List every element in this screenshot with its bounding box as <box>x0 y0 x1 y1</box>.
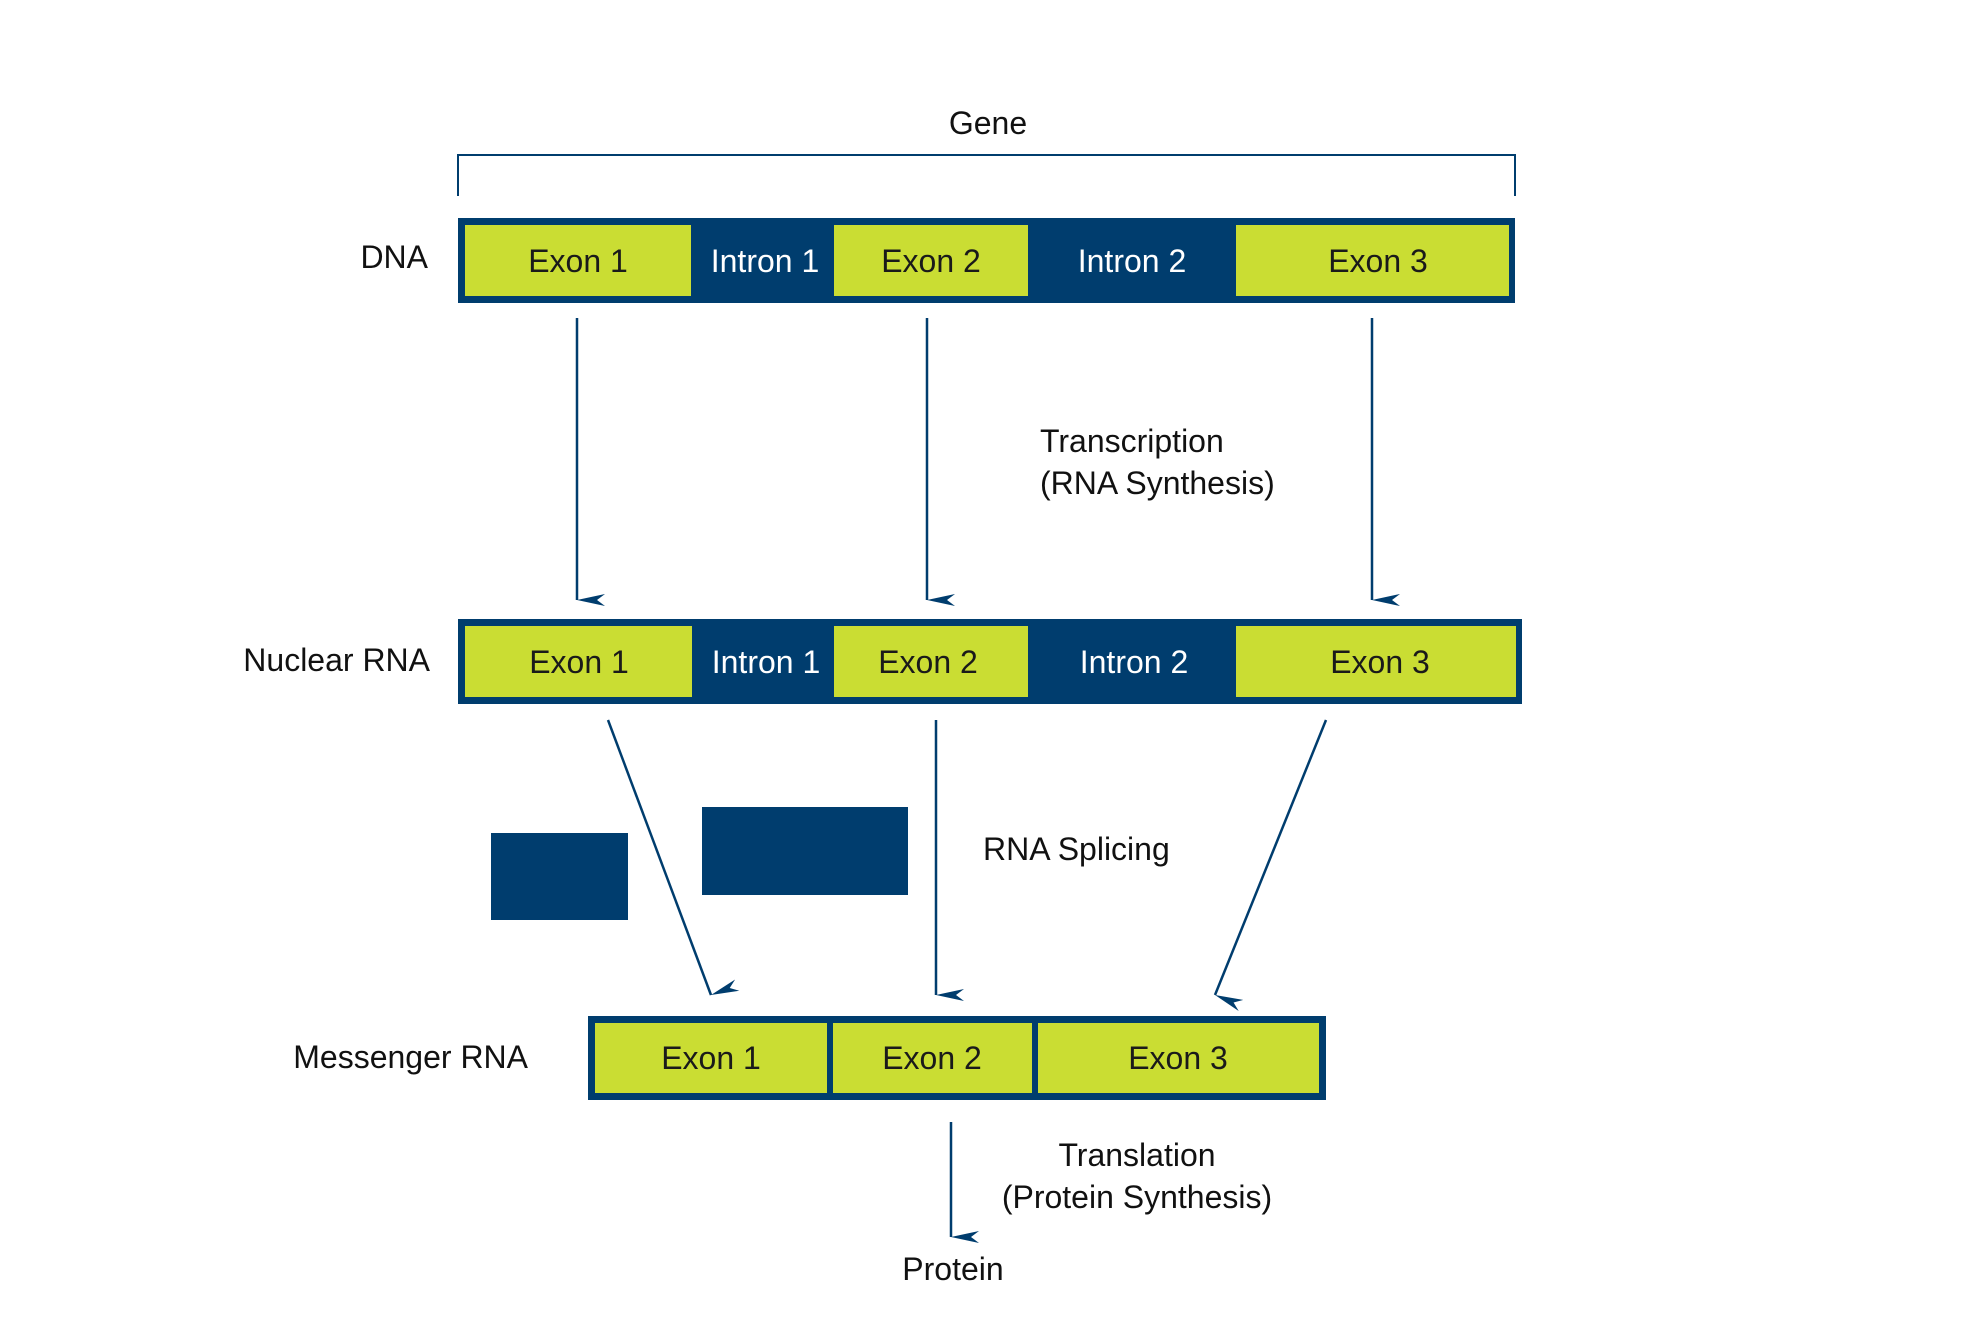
dna-exon-1-label: Exon 1 <box>528 243 628 279</box>
messenger-rna-exon-2-label: Exon 2 <box>882 1040 982 1076</box>
dna-exon-3 <box>1236 225 1509 296</box>
spliced-intron-2 <box>702 807 908 895</box>
dna-exon-3-label: Exon 3 <box>1328 243 1428 279</box>
nuclear-rna-exon-2-label: Exon 2 <box>878 644 978 680</box>
translation-label: Translation <box>1058 1137 1215 1173</box>
dna-exon-1 <box>465 225 691 296</box>
messenger-rna-exon-3 <box>1038 1023 1319 1093</box>
dna-label: DNA <box>360 239 428 275</box>
nuclear-rna-intron-2-label: Intron 2 <box>1080 644 1189 680</box>
transcription-sublabel: (RNA Synthesis) <box>1040 465 1275 501</box>
splicing-label: RNA Splicing <box>983 831 1170 867</box>
dna-intron-1-label: Intron 1 <box>711 243 820 279</box>
nuclear-rna-label: Nuclear RNA <box>243 642 430 678</box>
nuclear-rna-exon-1-label: Exon 1 <box>529 644 629 680</box>
dna-exon-2-label: Exon 2 <box>881 243 981 279</box>
dna-intron-2-label: Intron 2 <box>1078 243 1187 279</box>
messenger-rna-exon-2 <box>833 1023 1032 1093</box>
splicing-arrow-exon-1 <box>606 719 740 996</box>
translation-sublabel: (Protein Synthesis) <box>1002 1179 1272 1215</box>
dna-exon-2 <box>834 225 1028 296</box>
messenger-rna-label: Messenger RNA <box>293 1039 528 1075</box>
messenger-rna-exon-3-label: Exon 3 <box>1128 1040 1228 1076</box>
gene-label: Gene <box>949 105 1027 141</box>
nuclear-rna-exon-3 <box>1236 626 1516 697</box>
messenger-rna-strip: Exon 1 Exon 2 Exon 3 <box>588 1016 1326 1100</box>
messenger-rna-exon-1 <box>595 1023 827 1093</box>
spliced-intron-1 <box>491 833 628 920</box>
nuclear-rna-exon-2 <box>834 626 1028 697</box>
messenger-rna-exon-1-label: Exon 1 <box>661 1040 761 1076</box>
nuclear-rna-intron-1-label: Intron 1 <box>712 644 821 680</box>
protein-label: Protein <box>902 1251 1003 1287</box>
splicing-arrow-exon-3 <box>1213 719 1328 1012</box>
dna-strip: Exon 1 Intron 1 Exon 2 Intron 2 Exon 3 <box>458 218 1515 303</box>
nuclear-rna-exon-3-label: Exon 3 <box>1330 644 1430 680</box>
gene-bracket <box>457 154 1516 196</box>
nuclear-rna-strip: Exon 1 Intron 1 Exon 2 Intron 2 Exon 3 <box>458 619 1522 704</box>
nuclear-rna-exon-1 <box>465 626 692 697</box>
transcription-label: Transcription <box>1040 423 1224 459</box>
